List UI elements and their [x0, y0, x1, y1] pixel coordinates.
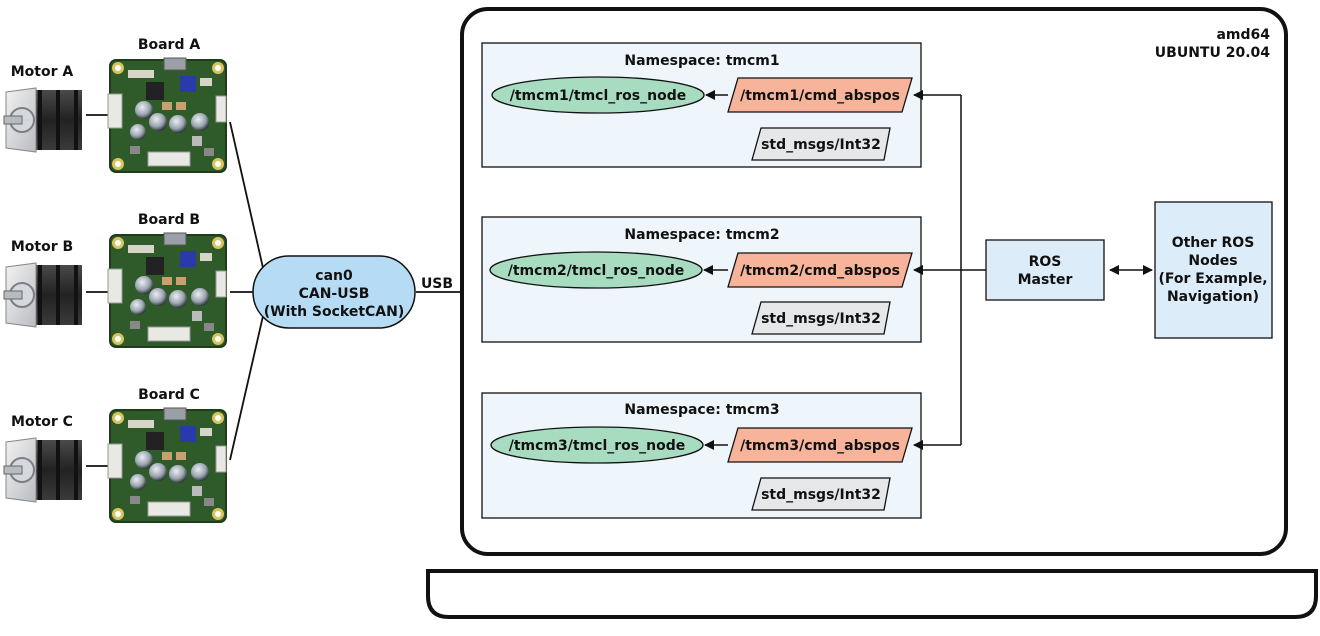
can-adapter-line2: CAN-USB — [299, 286, 370, 302]
motor-c-image — [3, 437, 83, 503]
ros-master-box: ROS Master — [985, 239, 1105, 301]
can-adapter-line1: can0 — [315, 268, 353, 284]
board-b-image — [107, 232, 227, 348]
motor-c-label: Motor C — [11, 414, 73, 430]
other-ros-nodes-box: Other ROS Nodes (For Example, Navigation… — [1154, 201, 1273, 339]
motor-b-label: Motor B — [11, 239, 73, 255]
board-c-can-wire — [229, 315, 264, 461]
namespace-box-tmcm1: Namespace: tmcm1 /tmcm1/tmcl_ros_node /t… — [481, 42, 922, 168]
topic-parallelogram — [727, 77, 913, 113]
motor-a-label: Motor A — [11, 64, 74, 80]
ros-node-label: /tmcm3/tmcl_ros_node — [509, 438, 685, 454]
topic-label: /tmcm2/cmd_abspos — [740, 263, 900, 279]
ros-node-label: /tmcm1/tmcl_ros_node — [510, 88, 686, 104]
topic-label: /tmcm3/cmd_abspos — [740, 438, 900, 454]
motor-a-image — [3, 87, 83, 153]
motor-b-image — [3, 262, 83, 328]
platform-arch: amd64 — [1216, 27, 1270, 43]
ros-node-ellipse — [491, 76, 705, 114]
can-usb-adapter: can0 CAN-USB (With SocketCAN) — [252, 255, 416, 329]
msg-type-parallelogram — [751, 477, 891, 511]
namespace-box-tmcm3: Namespace: tmcm3 /tmcm3/tmcl_ros_node /t… — [481, 392, 922, 519]
board-c-image — [107, 407, 227, 523]
msg-type-parallelogram — [751, 127, 891, 161]
msg-type-label: std_msgs/Int32 — [761, 137, 881, 153]
other-nodes-line4: Navigation) — [1167, 289, 1259, 305]
namespace-title: Namespace: tmcm3 — [624, 402, 779, 418]
namespace-title: Namespace: tmcm1 — [624, 53, 779, 69]
other-nodes-line1: Other ROS — [1172, 235, 1255, 251]
topic-label: /tmcm1/cmd_abspos — [740, 88, 900, 104]
board-a-label: Board A — [138, 37, 201, 53]
msg-type-label: std_msgs/Int32 — [761, 311, 881, 327]
board-b-label: Board B — [138, 212, 200, 228]
board-c-label: Board C — [138, 387, 200, 403]
laptop-base — [426, 569, 1318, 619]
msg-type-parallelogram — [751, 301, 891, 335]
topic-parallelogram — [727, 427, 913, 463]
other-nodes-line2: Nodes — [1188, 253, 1237, 269]
ros-node-label: /tmcm2/tmcl_ros_node — [508, 263, 684, 279]
board-a-image — [107, 57, 227, 173]
board-a-can-wire — [229, 121, 264, 269]
namespace-title: Namespace: tmcm2 — [624, 227, 779, 243]
can-adapter-line3: (With SocketCAN) — [264, 304, 405, 320]
topic-parallelogram — [727, 252, 913, 288]
platform-os: UBUNTU 20.04 — [1155, 45, 1270, 61]
ros-node-ellipse — [489, 251, 703, 289]
ros-master-line2: Master — [1018, 272, 1073, 288]
namespace-box-tmcm2: Namespace: tmcm2 /tmcm2/tmcl_ros_node /t… — [481, 216, 922, 343]
ros-node-ellipse — [490, 426, 704, 464]
usb-label: USB — [421, 276, 453, 292]
other-nodes-line3: (For Example, — [1158, 271, 1267, 287]
msg-type-label: std_msgs/Int32 — [761, 487, 881, 503]
ros-master-line1: ROS — [1029, 254, 1062, 270]
